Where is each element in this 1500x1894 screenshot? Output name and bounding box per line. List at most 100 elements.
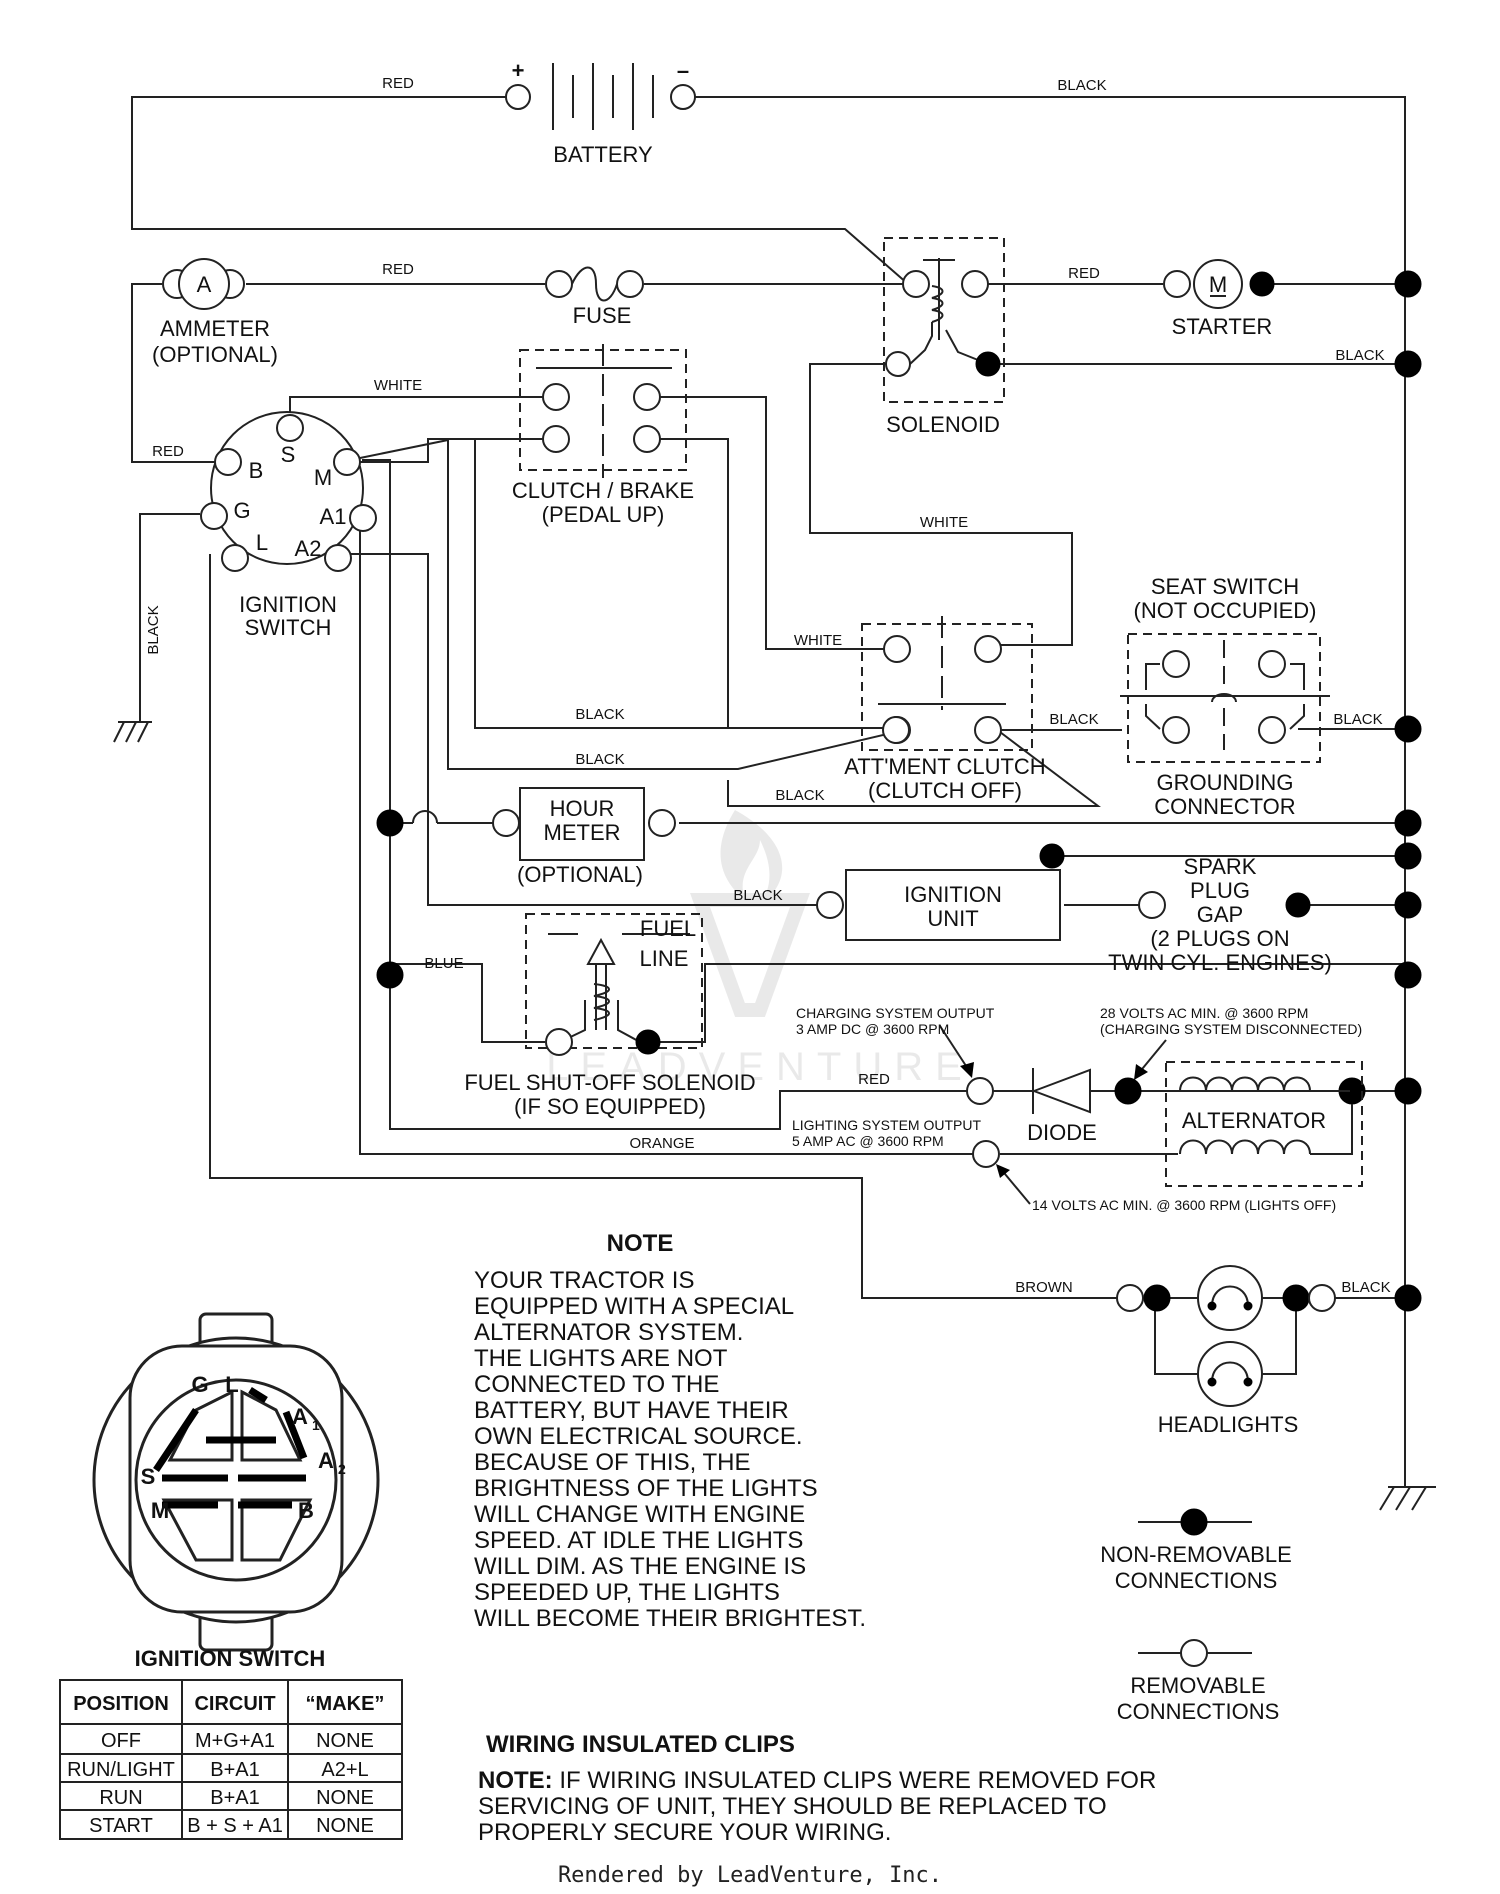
ammeter: A AMMETER (OPTIONAL) bbox=[152, 258, 278, 367]
starter: M STARTER bbox=[1163, 259, 1275, 339]
hour-meter-optional: (OPTIONAL) bbox=[517, 862, 643, 887]
terminal-L: L bbox=[256, 530, 268, 555]
alternator-label: ALTERNATOR bbox=[1182, 1108, 1326, 1133]
battery: + – BATTERY bbox=[505, 58, 696, 167]
terminal-M: M bbox=[314, 465, 332, 490]
hour-meter-label: HOUR bbox=[550, 796, 615, 821]
wire-red-ignition: RED bbox=[152, 443, 184, 460]
table-cell: M+G+A1 bbox=[195, 1730, 275, 1752]
terminal-A2: A2 bbox=[295, 536, 322, 561]
volts14-label: 14 VOLTS AC MIN. @ 3600 RPM (LIGHTS OFF) bbox=[1032, 1197, 1336, 1213]
table-cell: A2+L bbox=[321, 1759, 368, 1781]
wire-red-battery: RED bbox=[382, 75, 414, 92]
clips-line-2: SERVICING OF UNIT, THEY SHOULD BE REPLAC… bbox=[478, 1793, 1107, 1820]
clutch-brake-sublabel: (PEDAL UP) bbox=[542, 502, 665, 527]
legend-removable: REMOVABLE bbox=[1130, 1673, 1265, 1698]
wire-black-seat: BLACK bbox=[1049, 711, 1098, 728]
wire-blue: BLUE bbox=[424, 955, 463, 972]
hour-meter-label-2: METER bbox=[544, 820, 621, 845]
face-G: G bbox=[191, 1372, 208, 1397]
clips-line-3: PROPERLY SECURE YOUR WIRING. bbox=[478, 1819, 891, 1846]
table-cell: B + S + A1 bbox=[187, 1815, 283, 1837]
table-cell: NONE bbox=[316, 1730, 374, 1752]
wire-black-ignition-unit: BLACK bbox=[733, 887, 782, 904]
wire-black-attment: BLACK bbox=[775, 787, 824, 804]
clips-line-1-text: IF WIRING INSULATED CLIPS WERE REMOVED F… bbox=[553, 1767, 1157, 1794]
face-A1: A bbox=[292, 1404, 308, 1429]
table-cell: NONE bbox=[316, 1787, 374, 1809]
lighting-output-sublabel: 5 AMP AC @ 3600 RPM bbox=[792, 1133, 944, 1149]
table-cell: B+A1 bbox=[210, 1787, 259, 1809]
wire-black-1: BLACK bbox=[575, 706, 624, 723]
wire-black-2: BLACK bbox=[575, 751, 624, 768]
note-line: WILL BECOME THEIR BRIGHTEST. bbox=[474, 1605, 866, 1632]
ignition-switch-label: IGNITION bbox=[239, 592, 337, 617]
clips-title: WIRING INSULATED CLIPS bbox=[486, 1731, 795, 1758]
ignition-unit: IGNITION UNIT bbox=[816, 843, 1065, 941]
note-line: BECAUSE OF THIS, THE bbox=[474, 1449, 751, 1476]
terminal-S: S bbox=[281, 442, 296, 467]
fuel-solenoid-sublabel: (IF SO EQUIPPED) bbox=[514, 1094, 706, 1119]
headlights: HEADLIGHTS bbox=[1116, 1265, 1336, 1437]
seat-switch-label: SEAT SWITCH bbox=[1151, 574, 1299, 599]
ignition-unit-label-2: UNIT bbox=[927, 906, 978, 931]
ammeter-symbol: A bbox=[197, 272, 212, 297]
clutch-brake-label: CLUTCH / BRAKE bbox=[512, 478, 694, 503]
starter-symbol: M bbox=[1209, 272, 1227, 297]
ammeter-label: AMMETER bbox=[160, 316, 270, 341]
table-cell: RUN bbox=[99, 1787, 142, 1809]
ammeter-optional: (OPTIONAL) bbox=[152, 342, 278, 367]
terminal-G: G bbox=[233, 498, 250, 523]
terminal-B: B bbox=[249, 458, 264, 483]
attachment-clutch-switch: ATT'MENT CLUTCH (CLUTCH OFF) bbox=[844, 616, 1046, 803]
headlights-label: HEADLIGHTS bbox=[1158, 1412, 1299, 1437]
watermark-text: LEADVENTURE bbox=[546, 1045, 974, 1089]
note-title: NOTE bbox=[607, 1230, 674, 1257]
watermark: LEADVENTURE bbox=[546, 810, 974, 1089]
fuel-line-label-2: LINE bbox=[640, 946, 689, 971]
face-A1-sub: 1 bbox=[312, 1417, 320, 1433]
legend-non-removable-2: CONNECTIONS bbox=[1115, 1568, 1278, 1593]
battery-plus: + bbox=[512, 58, 525, 83]
footer-credit: Rendered by LeadVenture, Inc. bbox=[558, 1863, 942, 1888]
note-line: YOUR TRACTOR IS bbox=[474, 1267, 694, 1294]
bus-connections bbox=[376, 270, 1422, 1312]
note-line: BRIGHTNESS OF THE LIGHTS bbox=[474, 1475, 818, 1502]
wire-labels: RED BLACK RED RED BLACK WHITE RED WHITE … bbox=[145, 75, 1391, 1296]
lighting-output-label: LIGHTING SYSTEM OUTPUT bbox=[792, 1117, 981, 1133]
hour-meter: HOUR METER (OPTIONAL) bbox=[492, 787, 676, 887]
attachment-clutch-label: ATT'MENT CLUTCH bbox=[844, 754, 1045, 779]
wire-brown: BROWN bbox=[1015, 1279, 1073, 1296]
ignition-switch-sublabel: SWITCH bbox=[245, 615, 332, 640]
face-B: B bbox=[298, 1498, 314, 1523]
clutch-brake-switch: CLUTCH / BRAKE (PEDAL UP) bbox=[512, 344, 694, 527]
table-cell: B+A1 bbox=[210, 1759, 259, 1781]
spark-plug: SPARK PLUG GAP (2 PLUGS ON TWIN CYL. ENG… bbox=[1108, 854, 1332, 975]
attachment-clutch-sublabel: (CLUTCH OFF) bbox=[868, 778, 1022, 803]
wire-white-attment: WHITE bbox=[794, 632, 842, 649]
grounding-connector-label: GROUNDING bbox=[1157, 770, 1294, 795]
charging-output-label: CHARGING SYSTEM OUTPUT bbox=[796, 1005, 995, 1021]
charging-circuit: DIODE ALTERNATOR bbox=[939, 1025, 1366, 1205]
face-A2-sub: 2 bbox=[338, 1461, 346, 1477]
wire-red-starter: RED bbox=[1068, 265, 1100, 282]
note-line: WILL DIM. AS THE ENGINE IS bbox=[474, 1553, 806, 1580]
note-line: BATTERY, BUT HAVE THEIR bbox=[474, 1397, 789, 1424]
charging-output-sublabel: 3 AMP DC @ 3600 RPM bbox=[796, 1021, 949, 1037]
face-A2: A bbox=[318, 1448, 334, 1473]
wire-orange: ORANGE bbox=[629, 1135, 694, 1152]
table-header: “MAKE” bbox=[306, 1693, 385, 1715]
spark-plug-label-1: SPARK bbox=[1184, 854, 1257, 879]
table-cell: START bbox=[89, 1815, 153, 1837]
seat-switch: SEAT SWITCH (NOT OCCUPIED) GROUNDING CON… bbox=[1120, 574, 1330, 819]
note-line: SPEED. AT IDLE THE LIGHTS bbox=[474, 1527, 803, 1554]
starter-label: STARTER bbox=[1172, 314, 1273, 339]
note-line: WILL CHANGE WITH ENGINE bbox=[474, 1501, 805, 1528]
spark-plug-label-4: (2 PLUGS ON bbox=[1150, 926, 1289, 951]
legend: NON-REMOVABLE CONNECTIONS REMOVABLE CONN… bbox=[1100, 1508, 1292, 1724]
table-cell: RUN/LIGHT bbox=[67, 1759, 175, 1781]
wire-black-solenoid: BLACK bbox=[1335, 347, 1384, 364]
